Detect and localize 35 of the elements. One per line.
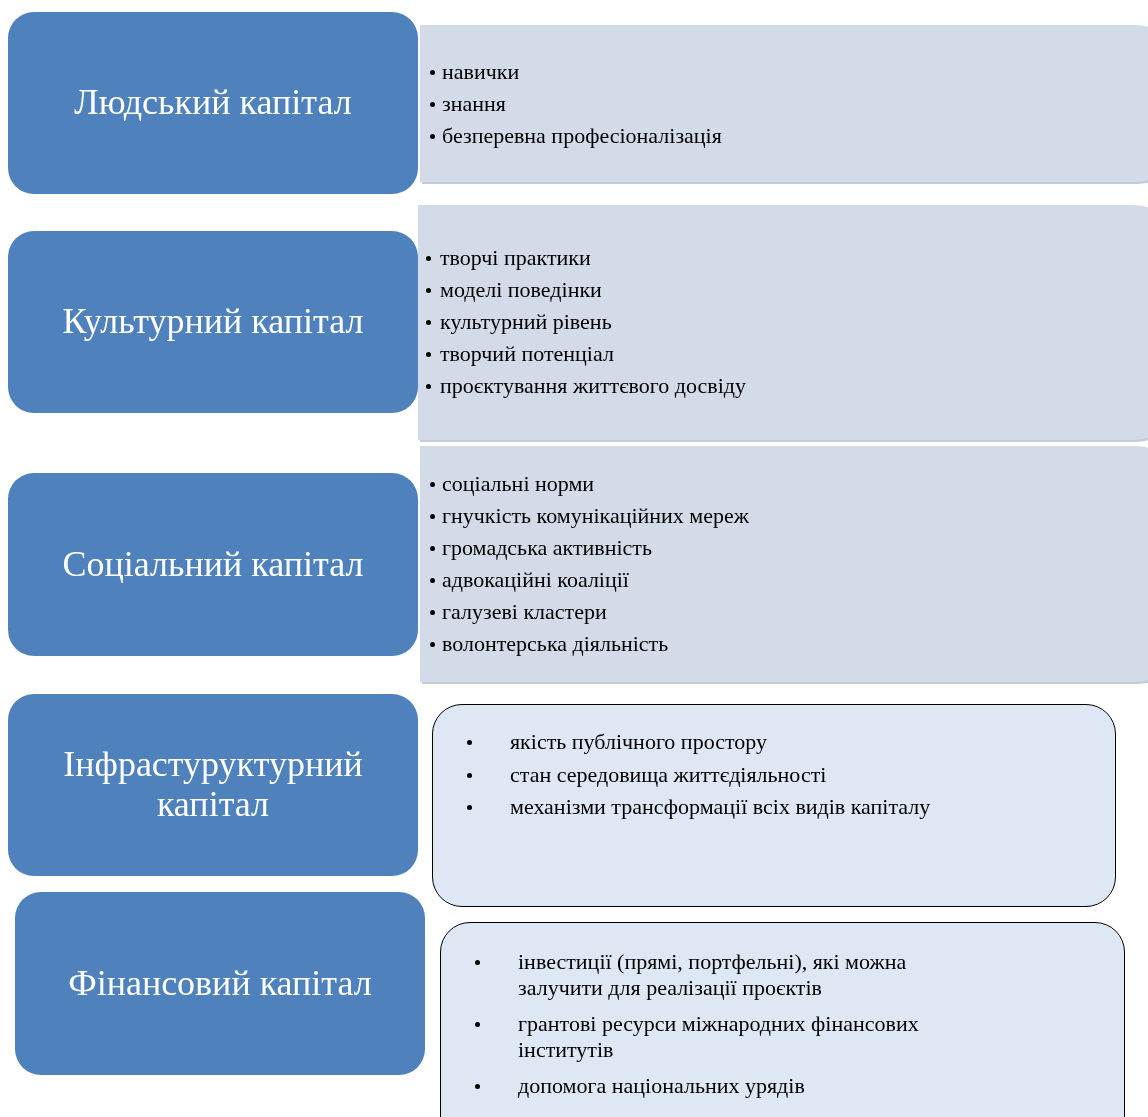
detail-panel	[420, 25, 1148, 182]
list-item: механізми трансформації всіх видів капіталу	[510, 794, 932, 821]
category-title: Соціальний капітал	[62, 544, 364, 585]
list-item: знання	[442, 91, 507, 118]
detail-panel	[420, 446, 1148, 682]
list-item: моделі поведінки	[440, 277, 603, 304]
list-item: адвокаційні коаліції	[442, 567, 630, 594]
category-box	[8, 473, 418, 656]
list-item: культурний рівень	[440, 309, 613, 336]
category-title: Людський капітал	[74, 83, 352, 123]
list-item: допомога національних урядів	[518, 1073, 806, 1100]
list-item: творчий потенціал	[440, 341, 615, 368]
list-item: соціальні норми	[442, 471, 596, 498]
category-title: Інфрастуруктурний капітал	[62, 745, 364, 825]
list-item: безперевна професіоналізація	[442, 123, 723, 150]
list-item: громадська активність	[442, 535, 653, 562]
list-item: якість публічного простору	[510, 729, 768, 756]
category-box	[8, 231, 418, 413]
list-item: гнучкість комунікаційних мереж	[442, 503, 750, 530]
category-box	[15, 892, 425, 1075]
detail-panel	[418, 205, 1148, 440]
category-title: Культурний капітал	[62, 302, 364, 342]
list-item: інвестиції (прямі, портфельні), які можна залучити для реалізації проєктів	[518, 949, 908, 1002]
category-box	[8, 694, 418, 876]
detail-panel	[432, 704, 1116, 907]
list-item: творчі практики	[440, 245, 592, 272]
category-title: Фінансовий капітал	[68, 963, 372, 1004]
detail-panel	[440, 922, 1125, 1117]
list-item: грантові ресурси міжнародних фінансових інститутів	[518, 1011, 920, 1064]
category-box	[8, 12, 418, 194]
list-item: волонтерська діяльність	[442, 631, 670, 658]
list-item: галузеві кластери	[442, 599, 608, 626]
list-item: навички	[442, 59, 521, 86]
list-item: проєктування життєвого досвіду	[440, 373, 748, 400]
list-item: стан середовища життєдіяльності	[510, 761, 828, 788]
